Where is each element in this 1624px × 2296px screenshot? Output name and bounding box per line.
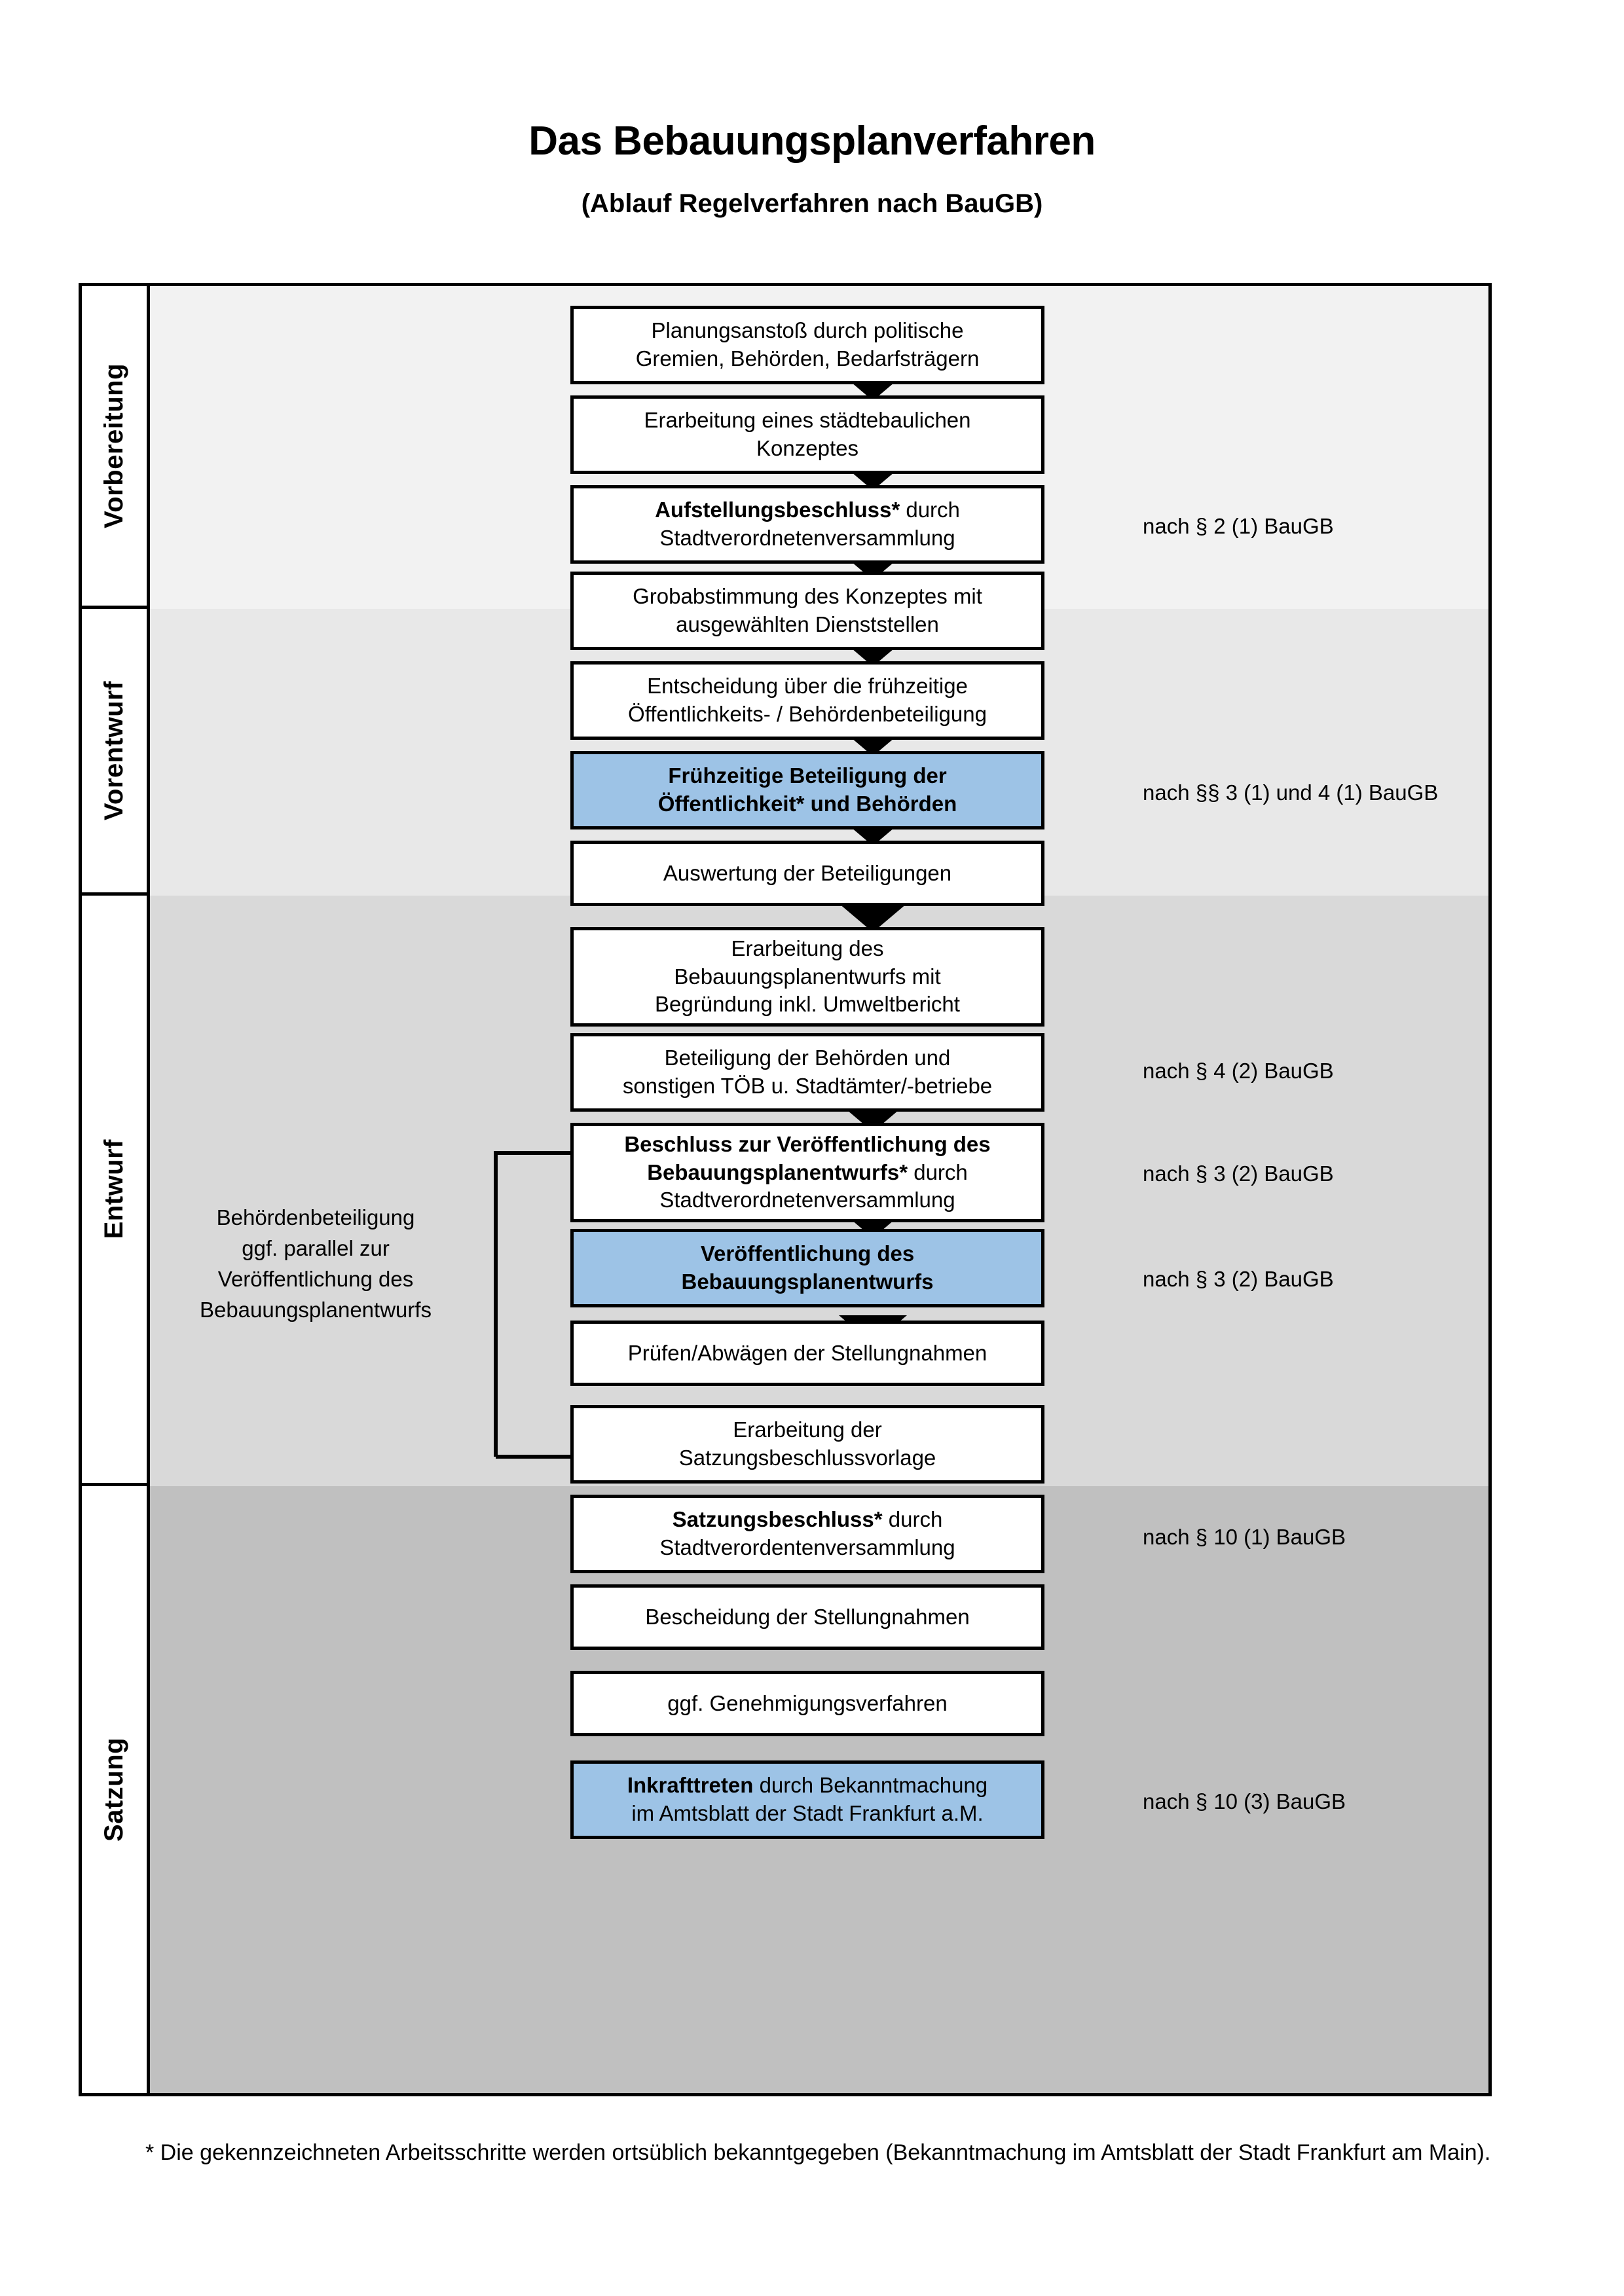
legal-reference: nach § 10 (3) BauGB: [1143, 1789, 1346, 1813]
step-line-2: Bebauungsplanentwurfs: [681, 1269, 934, 1294]
step-line-2: Gremien, Behörden, Bedarfsträgern: [635, 346, 980, 371]
step-line-1: durch: [882, 1507, 943, 1532]
process-step-box[interactable]: Auswertung der Beteiligungen: [570, 841, 1044, 906]
process-step-box[interactable]: Grobabstimmung des Konzeptes mit ausgewä…: [570, 572, 1044, 650]
phase-label-text: Vorentwurf: [100, 680, 128, 821]
legal-reference: nach §§ 3 (1) und 4 (1) BauGB: [1143, 780, 1439, 805]
phase-label-entwurf: Entwurf: [82, 896, 147, 1486]
step-bold-1: Aufstellungsbeschluss*: [655, 498, 900, 522]
side-annotation-line-2: ggf. parallel zur: [242, 1235, 390, 1260]
step-line-1: durch Bekanntmachung: [753, 1773, 988, 1798]
side-annotation-line-4: Bebauungsplanentwurfs: [199, 1297, 432, 1322]
title-block: Das Bebauungsplanverfahren (Ablauf Regel…: [0, 118, 1624, 219]
phase-label-text: Satzung: [100, 1737, 128, 1842]
step-line-2: Stadtverordnetenversammlung: [659, 1188, 955, 1212]
process-step-box-highlight[interactable]: Frühzeitige Beteiligung der Öffentlichke…: [570, 751, 1044, 829]
step-line-1: Entscheidung über die frühzeitige: [647, 674, 968, 699]
process-step-box[interactable]: Planungsanstoß durch politische Gremien,…: [570, 306, 1044, 384]
step-line-2: Satzungsbeschlussvorlage: [678, 1446, 936, 1470]
process-step-box[interactable]: Erarbeitung des Bebauungsplanentwurfs mi…: [570, 927, 1044, 1027]
step-line-2: Öffentlichkeit* und Behörden: [657, 792, 957, 816]
step-line-2: Konzeptes: [756, 436, 858, 460]
process-step-box[interactable]: Beteiligung der Behörden und sonstigen T…: [570, 1033, 1044, 1112]
phase-label-text: Vorbereitung: [100, 363, 128, 528]
phase-label-vorentwurf: Vorentwurf: [82, 609, 147, 896]
process-step-box[interactable]: Prüfen/Abwägen der Stellungnahmen: [570, 1321, 1044, 1386]
legal-reference: nach § 4 (2) BauGB: [1143, 1059, 1334, 1083]
legal-reference: nach § 10 (1) BauGB: [1143, 1525, 1346, 1549]
step-line-1: Beteiligung der Behörden und: [664, 1046, 951, 1070]
step-line-2: Öffentlichkeits- / Behördenbeteiligung: [628, 702, 987, 726]
process-step-box[interactable]: Beschluss zur Veröffentlichung des Bebau…: [570, 1123, 1044, 1222]
process-flowchart: Vorbereitung Vorentwurf Entwurf Satzung …: [79, 283, 1492, 2096]
page-subtitle: (Ablauf Regelverfahren nach BauGB): [581, 189, 1043, 218]
step-line-1: Erarbeitung der: [733, 1417, 882, 1442]
process-step-box[interactable]: Satzungsbeschluss* durch Stadtverordente…: [570, 1495, 1044, 1573]
process-step-box-highlight[interactable]: Veröffentlichung des Bebauungsplanentwur…: [570, 1229, 1044, 1307]
step-line-1: durch: [908, 1159, 968, 1184]
step-line-1: Planungsanstoß durch politische: [651, 318, 964, 343]
side-annotation-line-1: Behördenbeteiligung: [216, 1205, 415, 1230]
phase-label-vorbereitung: Vorbereitung: [82, 286, 147, 609]
step-line-2: Stadtverordentenversammlung: [659, 1535, 955, 1559]
footnote: * Die gekennzeichneten Arbeitsschritte w…: [145, 2140, 1491, 2165]
step-line-3: Begründung inkl. Umweltbericht: [655, 992, 960, 1017]
step-line-1: Frühzeitige Beteiligung der: [668, 763, 947, 788]
step-bold-1: Beschluss zur Veröffentlichung des: [624, 1131, 991, 1156]
side-annotation: Behördenbeteiligung ggf. parallel zur Ve…: [168, 1203, 463, 1325]
side-annotation-line-3: Veröffentlichung des: [217, 1266, 414, 1291]
legal-reference: nach § 3 (2) BauGB: [1143, 1161, 1334, 1186]
process-step-box[interactable]: ggf. Genehmigungsverfahren: [570, 1671, 1044, 1736]
step-bold-2: Bebauungsplanentwurfs*: [647, 1159, 908, 1184]
process-step-box[interactable]: Entscheidung über die frühzeitige Öffent…: [570, 661, 1044, 740]
legal-reference: nach § 2 (1) BauGB: [1143, 514, 1334, 538]
step-line-2: ausgewählten Dienststellen: [676, 612, 939, 636]
page-title: Das Bebauungsplanverfahren: [528, 118, 1096, 164]
process-step-box-highlight[interactable]: Inkrafttreten durch Bekanntmachung im Am…: [570, 1760, 1044, 1839]
phase-label-column: Vorbereitung Vorentwurf Entwurf Satzung: [82, 286, 150, 2093]
step-line-1: ggf. Genehmigungsverfahren: [667, 1690, 948, 1715]
step-line-1: Bescheidung der Stellungnahmen: [645, 1604, 970, 1629]
step-line-1: Grobabstimmung des Konzeptes mit: [633, 584, 982, 609]
process-step-box[interactable]: Erarbeitung der Satzungsbeschlussvorlage: [570, 1405, 1044, 1484]
process-step-box[interactable]: Bescheidung der Stellungnahmen: [570, 1584, 1044, 1650]
phase-label-text: Entwurf: [100, 1139, 128, 1239]
process-step-box[interactable]: Erarbeitung eines städtebaulichen Konzep…: [570, 395, 1044, 474]
step-line-1: Erarbeitung eines städtebaulichen: [644, 408, 971, 433]
step-bold-1: Inkrafttreten: [627, 1773, 754, 1798]
step-line-2: sonstigen TÖB u. Stadtämter/-betriebe: [622, 1074, 993, 1098]
legal-reference: nach § 3 (2) BauGB: [1143, 1267, 1334, 1291]
process-step-box[interactable]: Aufstellungsbeschluss* durch Stadtverord…: [570, 485, 1044, 564]
step-line-2: Stadtverordnetenversammlung: [659, 526, 955, 550]
step-line-2: Bebauungsplanentwurfs mit: [674, 964, 941, 989]
step-line-1: Auswertung der Beteiligungen: [663, 860, 952, 885]
step-line-1: durch: [900, 498, 960, 522]
phase-label-satzung: Satzung: [82, 1486, 147, 2093]
step-line-1: Veröffentlichung des: [700, 1241, 915, 1266]
step-line-2: im Amtsblatt der Stadt Frankfurt a.M.: [631, 1801, 984, 1825]
step-line-1: Prüfen/Abwägen der Stellungnahmen: [627, 1340, 987, 1365]
step-line-1: Erarbeitung des: [731, 936, 884, 960]
step-bold-1: Satzungsbeschluss*: [672, 1507, 883, 1532]
